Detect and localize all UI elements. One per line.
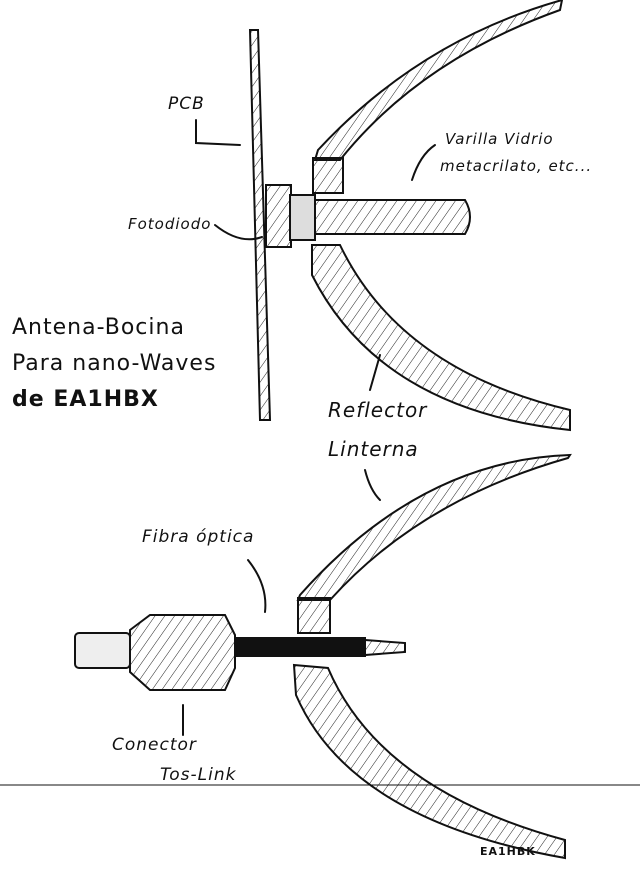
toslink-connector-tip (74, 632, 131, 669)
photodiode-arrow (214, 224, 263, 241)
pcb-board (248, 29, 272, 421)
label-reflector-line2: Linterna (328, 437, 419, 461)
top-reflector-lower (311, 244, 571, 432)
title-line2: Para nano-Waves (12, 351, 217, 376)
title-block: Antena-Bocina Para nano-Waves de EA1HBX (12, 310, 216, 418)
pcb-arrow (195, 119, 241, 146)
bottom-reflector-lower (292, 663, 566, 860)
optical-fiber (234, 637, 366, 657)
bottom-reflector-upper (296, 453, 572, 601)
rod-arrow (411, 144, 436, 181)
glass-rod (314, 199, 471, 235)
label-connector-line2: Tos-Link (160, 765, 237, 785)
label-rod-line1: Varilla Vidrio (445, 130, 554, 148)
title-line1: Antena-Bocina (12, 315, 185, 340)
label-rod-line2: metacrilato, etc... (440, 157, 593, 175)
reflector-arrow-up (369, 354, 381, 391)
label-reflector-line1: Reflector (328, 398, 428, 422)
label-fiber: Fibra óptica (142, 527, 255, 547)
label-connector-line1: Conector (112, 735, 197, 755)
reflector-arrow-down (364, 469, 381, 501)
label-photodiode: Fotodiodo (128, 215, 212, 233)
top-reflector-upper (313, 0, 564, 161)
photodiode (265, 184, 292, 248)
fiber-arrow (247, 559, 267, 613)
toslink-connector-body (129, 614, 236, 691)
title-line3: de EA1HBX (12, 387, 159, 412)
signature: EA1HBK (480, 845, 536, 858)
label-pcb: PCB (168, 94, 205, 114)
